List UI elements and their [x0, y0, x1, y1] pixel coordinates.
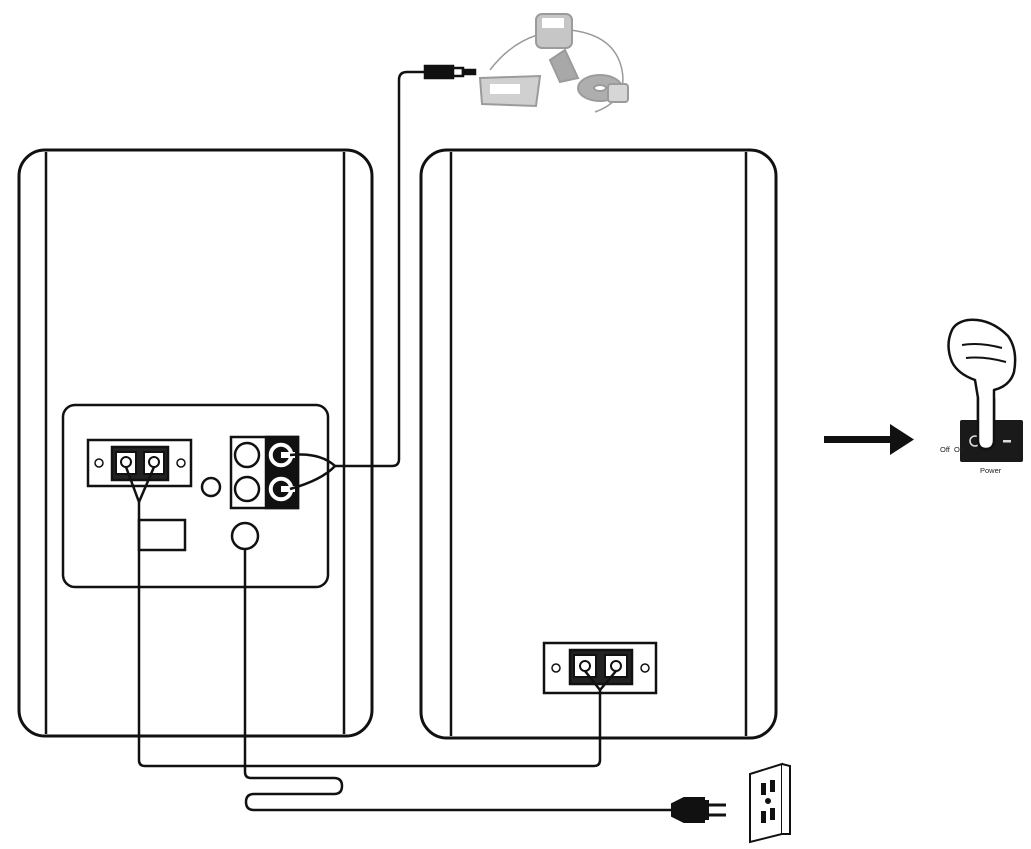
audio-input-cable [289, 64, 477, 491]
power-socket [230, 521, 260, 551]
off-label: Off [940, 445, 951, 454]
rca-input-jacks [229, 435, 300, 510]
power-label: Power [980, 466, 1002, 475]
wall-outlet-icon [749, 762, 791, 844]
rear-control-panel [61, 403, 330, 589]
speaker-wire [124, 466, 617, 768]
volume-knob [200, 476, 222, 498]
right-arrow-icon [824, 424, 914, 455]
power-plug-icon [671, 797, 726, 823]
speaker-output-terminal [86, 438, 193, 488]
on-label: On [954, 445, 964, 454]
finger-tip [976, 398, 996, 451]
left-active-speaker [17, 148, 374, 738]
label-plate [137, 518, 187, 552]
audio-source-devices-icon [478, 13, 629, 113]
speaker-input-terminal [542, 641, 658, 695]
on-indicator [1003, 440, 1011, 443]
power-cord [243, 549, 672, 812]
right-passive-speaker [419, 148, 778, 740]
